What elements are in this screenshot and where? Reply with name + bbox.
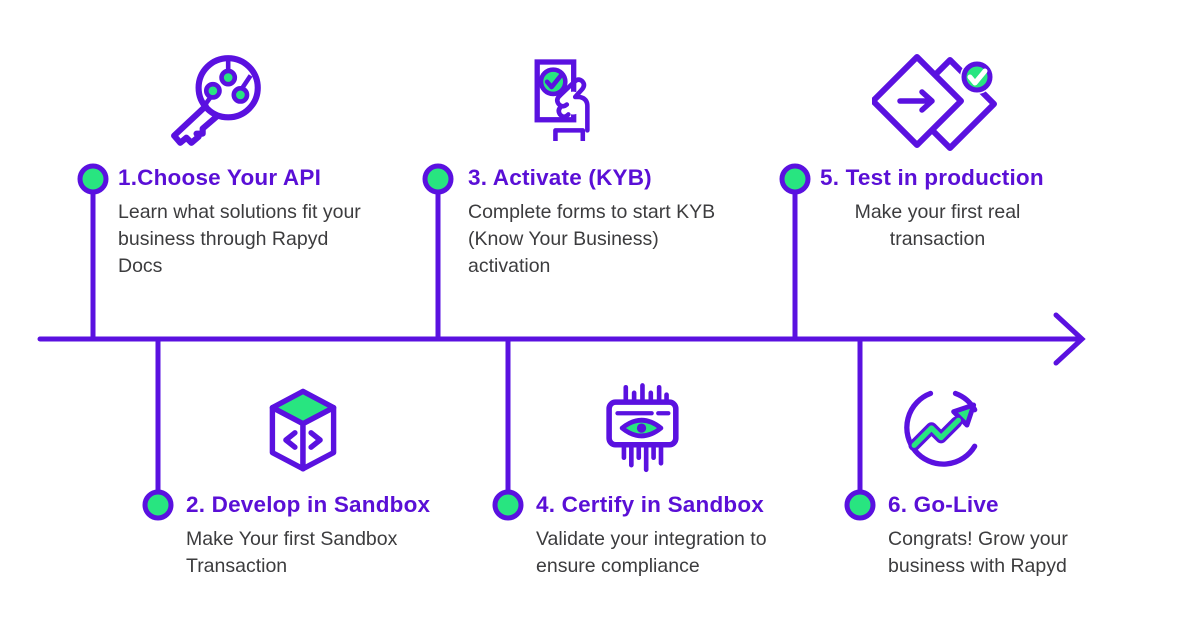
- step-5: 5. Test in production Make your first re…: [820, 164, 1055, 253]
- timeline-node-4: [492, 489, 524, 521]
- step-2-description: Make Your first Sandbox Transaction: [186, 528, 398, 577]
- step-4-description: Validate your integration to ensure comp…: [536, 528, 767, 577]
- step-6-description: Congrats! Grow your business with Rapyd: [888, 528, 1068, 577]
- step-2: 2. Develop in Sandbox Make Your first Sa…: [186, 491, 431, 580]
- timeline-arrowhead-icon: [1053, 312, 1086, 366]
- timeline-node-2: [142, 489, 174, 521]
- step-4: 4. Certify in Sandbox Validate your inte…: [536, 491, 804, 580]
- step-5-description: Make your first real transaction: [854, 201, 1021, 250]
- api-key-icon: [168, 50, 270, 152]
- step-3-description: Complete forms to start KYB (Know Your B…: [468, 201, 716, 277]
- step-6: 6. Go-Live Congrats! Grow your business …: [888, 491, 1098, 580]
- step-5-title: 5. Test in production: [820, 165, 1044, 190]
- step-3: 3. Activate (KYB) Complete forms to star…: [468, 164, 720, 280]
- step-1-title: 1.Choose Your API: [118, 165, 322, 190]
- timeline-node-5: [779, 163, 811, 195]
- transaction-diamonds-check-icon: [872, 50, 998, 154]
- step-3-title: 3. Activate (KYB): [468, 165, 652, 190]
- growth-chart-icon: [893, 380, 993, 476]
- timeline-node-1: [77, 163, 109, 195]
- step-4-title: 4. Certify in Sandbox: [536, 492, 764, 517]
- timeline-node-6: [844, 489, 876, 521]
- step-6-title: 6. Go-Live: [888, 492, 999, 517]
- step-1-description: Learn what solutions fit your business t…: [118, 201, 361, 277]
- kyb-document-check-icon: [522, 48, 598, 152]
- certify-chip-eye-icon: [598, 376, 686, 482]
- step-2-title: 2. Develop in Sandbox: [186, 492, 431, 517]
- timeline-node-3: [422, 163, 454, 195]
- step-1: 1.Choose Your API Learn what solutions f…: [118, 164, 368, 280]
- sandbox-cube-icon: [258, 384, 348, 478]
